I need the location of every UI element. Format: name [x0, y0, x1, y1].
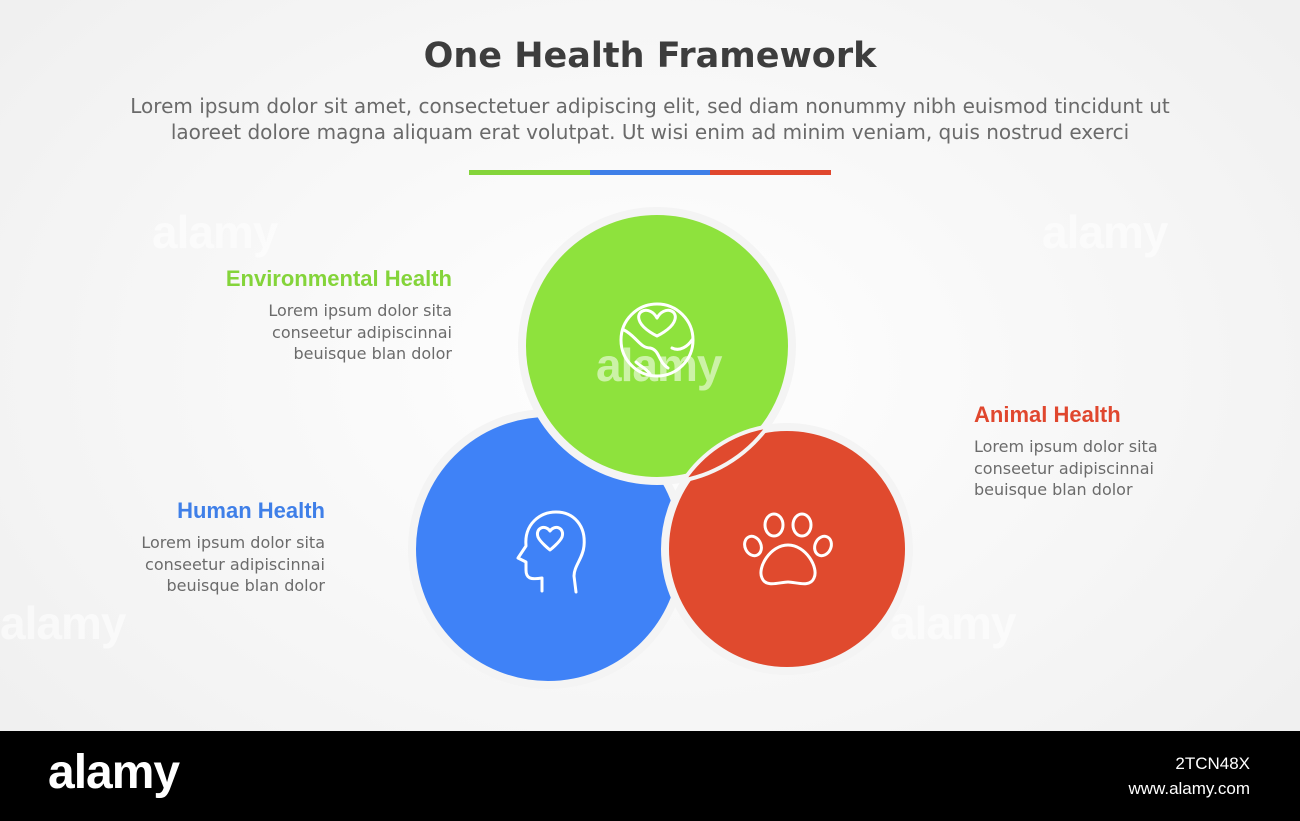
human-desc-line-3: beuisque blan dolor	[166, 576, 325, 595]
subtitle-line-1: Lorem ipsum dolor sit amet, consectetuer…	[130, 94, 1170, 118]
animal-desc-line-2: conseetur adipiscinnai	[974, 458, 1154, 478]
alamy-logo: alamy	[48, 746, 180, 799]
environmental-desc-line-2: conseetur adipiscinnai	[272, 322, 452, 342]
animal-desc-line-3: beuisque blan dolor	[974, 480, 1133, 499]
earth-heart-icon	[619, 302, 695, 378]
environmental-desc-line-3: beuisque blan dolor	[293, 344, 452, 363]
page-subtitle: Lorem ipsum dolor sit amet, consectetuer…	[90, 93, 1210, 145]
paw-icon	[743, 512, 833, 586]
image-id: 2TCN48X	[1175, 754, 1250, 773]
subtitle-line-2: laoreet dolore magna aliquam erat volutp…	[170, 120, 1130, 144]
human-desc-line-2: conseetur adipiscinnai	[145, 554, 325, 574]
animal-health-title: Animal Health	[974, 402, 1121, 427]
environmental-desc-line-1: Lorem ipsum dolor sita	[268, 301, 452, 320]
footer-url: www.alamy.com	[1128, 779, 1250, 798]
footer-bar: alamy 2TCN48X www.alamy.com	[0, 731, 1300, 821]
environmental-health-title: Environmental Health	[225, 266, 452, 291]
animal-health-description: Lorem ipsum dolor sita conseetur adipisc…	[974, 436, 1158, 501]
head-heart-icon	[516, 510, 586, 594]
divider-segment-red	[710, 170, 832, 175]
environmental-health-description: Lorem ipsum dolor sita conseetur adipisc…	[268, 300, 452, 365]
human-desc-line-1: Lorem ipsum dolor sita	[141, 533, 325, 552]
divider-segment-green	[469, 170, 590, 175]
page-title: One Health Framework	[423, 36, 877, 76]
venn-diagram	[408, 207, 913, 689]
human-health-description: Lorem ipsum dolor sita conseetur adipisc…	[141, 532, 325, 597]
animal-health-circle	[661, 423, 913, 675]
human-health-title: Human Health	[177, 498, 325, 523]
title-divider	[469, 170, 832, 175]
divider-segment-blue	[589, 170, 711, 175]
animal-desc-line-1: Lorem ipsum dolor sita	[974, 437, 1158, 456]
environmental-health-circle	[518, 207, 796, 485]
